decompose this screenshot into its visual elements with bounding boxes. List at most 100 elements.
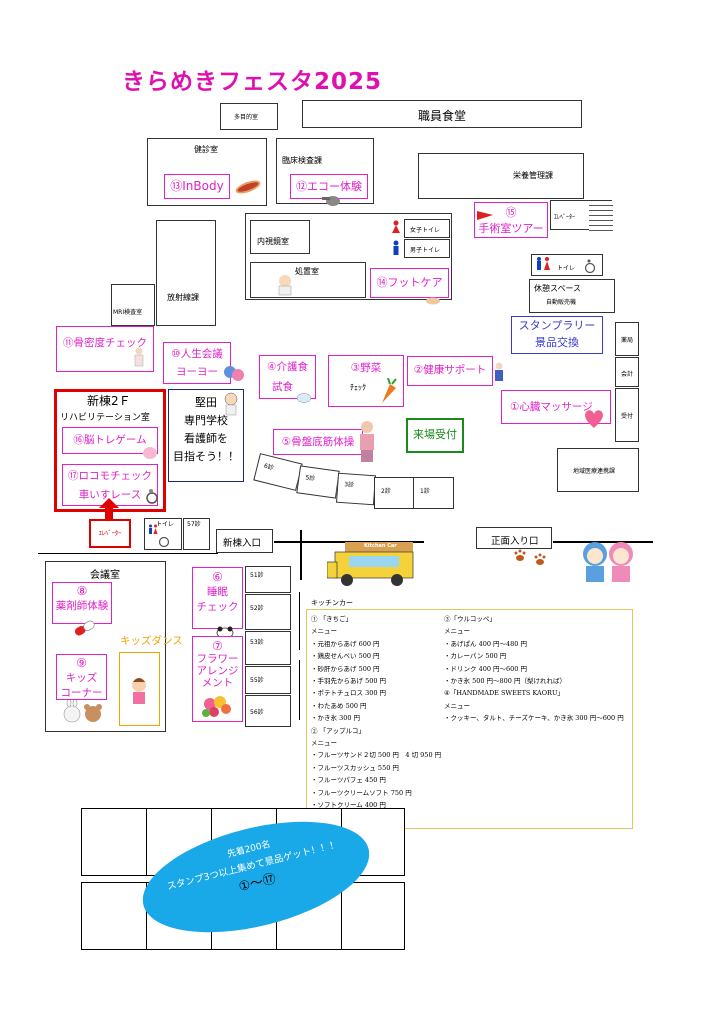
stamp-exchange[interactable]: スタンプラリー 景品交換 xyxy=(511,316,603,354)
school-line4: 目指そう！！ xyxy=(173,450,239,463)
booth-5-pelvic[interactable]: ⑤骨盤底筋体操 xyxy=(273,429,363,455)
menu-line: ・フルーツパフェ 450 円 xyxy=(311,776,386,785)
booth-13-inbody[interactable]: ⑬InBody xyxy=(164,174,230,199)
menu-line: メニュー xyxy=(311,627,337,636)
menu-line: ④「HANDMADE SWEETS KAORU」 xyxy=(444,689,564,698)
dancing-kid-icon xyxy=(124,676,154,706)
toilet-pair-icon xyxy=(536,256,552,272)
booth-label: 手術室ツアー xyxy=(478,222,544,235)
room-mri: MRI検査室 xyxy=(111,284,155,326)
reception-label: 来場受付 xyxy=(413,428,457,441)
flag-icon xyxy=(477,206,493,220)
reception[interactable]: 来場受付 xyxy=(406,418,464,453)
booth-15-or-tour[interactable]: ⑮ 手術室ツアー xyxy=(474,202,548,238)
corridor-line xyxy=(300,530,302,580)
page-title: きらめきフェスタ2025 xyxy=(122,69,383,95)
elevator-top-right: ｴﾚﾍﾞｰﾀｰ xyxy=(550,200,613,231)
room-label: 女子トイレ xyxy=(410,227,441,234)
pig-icon xyxy=(142,445,158,459)
room-shochi: 処置室 xyxy=(250,262,366,298)
exam-room-label: 51診 xyxy=(250,572,264,579)
room-label: 休憩スペース xyxy=(534,284,582,293)
paw-print-icon xyxy=(512,546,552,568)
entrance-label: 正面入り口 xyxy=(491,536,539,547)
menu-line: メニュー xyxy=(444,701,470,710)
booth-4-care-food[interactable]: ④介護食 試食 xyxy=(259,355,316,399)
room-men-toilet: 男子トイレ xyxy=(404,239,450,258)
probe-icon xyxy=(322,192,342,206)
menu-line: ・ドリンク 400 円～600 円 xyxy=(444,664,528,673)
kitchen-menu-right: ③「ウルコッペ」 メニュー ・あげぱん 400 円～480 円 ・カレーパン 5… xyxy=(444,613,624,725)
menu-line: ・フルーツクリームソフト 750 円 xyxy=(311,788,412,797)
exam-room-1: 1診 xyxy=(413,477,454,509)
exam-room-label: 57診 xyxy=(187,521,201,528)
booth-label: キッズ xyxy=(65,672,98,684)
booth-label: ⑯脳トレゲーム xyxy=(73,434,147,446)
menu-line: ・鶏皮せんべい 500 円 xyxy=(311,652,380,661)
menu-line: ・ポテトチュロス 300 円 xyxy=(311,689,387,698)
booth-label: ヨーヨー xyxy=(176,366,218,378)
room-kaikei: 会計 xyxy=(615,357,639,387)
arrow-up-icon xyxy=(99,498,119,520)
room-label: 受付 xyxy=(621,413,634,420)
booth-9-kids[interactable]: ⑨ キッズ コーナー xyxy=(56,654,107,700)
booth-3-vegetable[interactable]: ③野菜 ﾁｪｯｸ xyxy=(328,355,404,407)
booth-16-brain-game[interactable]: ⑯脳トレゲーム xyxy=(62,427,158,454)
grid-cell xyxy=(341,882,405,950)
rehab-label: リハビリテーション室 xyxy=(60,413,150,423)
exam-room-55: 55診 xyxy=(245,666,291,694)
booth-7-flower[interactable]: ⑦ フラワー アレンジ メント xyxy=(192,636,243,722)
room-uketsuke: 受付 xyxy=(615,388,639,442)
exam-room-57: 57診 xyxy=(183,518,210,550)
new-wing-2f-label: 新棟2Ｆ xyxy=(87,394,131,408)
exam-room-51: 51診 xyxy=(245,566,291,593)
booth-label: ⑬InBody xyxy=(170,179,224,193)
booth-label: 睡眠 xyxy=(207,586,228,598)
exam-room-label: 52診 xyxy=(250,605,264,612)
booth-8-pharmacist[interactable]: ⑧ 薬剤師体験 xyxy=(52,582,112,624)
exam-room-53: 53診 xyxy=(245,631,291,665)
room-label: 男子トイレ xyxy=(410,247,441,254)
school-line2: 専門学校 xyxy=(184,414,228,427)
wheelchair-mid-icon xyxy=(156,532,172,548)
room-label: トイレ xyxy=(156,521,175,528)
corridor-line xyxy=(38,553,218,554)
stamp-exchange-line1: スタンプラリー xyxy=(518,319,596,332)
booth-10-life-meeting[interactable]: ⑩人生会議 ヨーヨー xyxy=(163,342,231,384)
room-shokuin: 職員食堂 xyxy=(302,100,582,128)
room-label: 処置室 xyxy=(295,267,319,276)
booth-14-footcare[interactable]: ⑭フットケア xyxy=(370,268,449,298)
person-icon xyxy=(133,347,145,367)
booth-2-health-support[interactable]: ②健康サポート xyxy=(407,356,493,386)
room-label: MRI検査室 xyxy=(113,309,143,316)
exam-room-3: 3診 xyxy=(335,472,377,506)
room-label: 栄養管理課 xyxy=(513,171,553,180)
booth-label: 薬剤師体験 xyxy=(55,600,109,612)
menu-line: ・元祖からあげ 600 円 xyxy=(311,639,380,648)
kids-dance-area[interactable] xyxy=(119,652,160,726)
men-toilet-icon xyxy=(392,240,400,256)
booth-label: ⑫エコー体験 xyxy=(296,180,362,193)
stairs-lines xyxy=(589,201,613,231)
corridor-line xyxy=(299,592,300,650)
exam-room-label: 6診 xyxy=(263,462,275,472)
kitchen-menu-left: ① 「きちご」 メニュー ・元祖からあげ 600 円 ・鶏皮せんべい 500 円… xyxy=(311,613,441,836)
heart-icon xyxy=(583,409,605,429)
booth-12-echo[interactable]: ⑫エコー体験 xyxy=(290,174,368,199)
room-label: 内視鏡室 xyxy=(257,237,289,246)
booth-label: チェック xyxy=(196,601,239,613)
bunny-bear-icon xyxy=(60,698,106,724)
room-chiiki: 地域医療連携課 xyxy=(557,448,639,492)
room-label: 臨床検査課 xyxy=(282,156,322,165)
booth-6-sleep[interactable]: ⑥ 睡眠 チェック xyxy=(192,567,243,629)
booth-label: ⑭フットケア xyxy=(376,276,443,289)
school-line3: 看護師を xyxy=(184,432,228,445)
toilet-mid-icon xyxy=(148,519,158,534)
exam-room-label: 55診 xyxy=(250,677,264,684)
menu-line: ・砂肝からあげ 500 円 xyxy=(311,664,380,673)
wheelchair-race-icon xyxy=(143,488,161,504)
student-icon xyxy=(222,392,240,416)
menu-line: ・手羽先からあげ 500 円 xyxy=(311,677,387,686)
room-hoshasen: 放射線課 xyxy=(156,220,216,326)
exam-room-label: 3診 xyxy=(344,481,355,489)
